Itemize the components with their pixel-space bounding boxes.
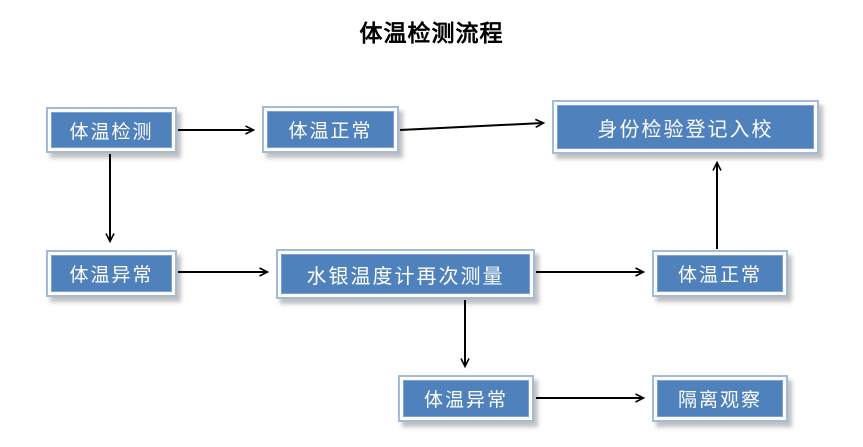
node-label: 隔离观察 (657, 380, 783, 417)
arrow-normal1-to-register (399, 118, 546, 131)
node-label: 体温正常 (267, 111, 394, 148)
node-temperature-normal-1: 体温正常 (262, 106, 399, 153)
node-temperature-abnormal-2: 体温异常 (398, 375, 534, 422)
node-label: 体温异常 (403, 380, 529, 417)
node-label: 水银温度计再次测量 (281, 254, 530, 294)
node-isolation-observe: 隔离观察 (652, 375, 788, 422)
node-temperature-check: 体温检测 (46, 107, 177, 153)
node-label: 体温异常 (51, 255, 172, 292)
node-mercury-remeasure: 水银温度计再次测量 (276, 249, 535, 299)
node-label: 体温正常 (657, 255, 783, 292)
node-identity-register-entry: 身份检验登记入校 (552, 100, 819, 154)
node-label: 体温检测 (51, 112, 172, 148)
node-temperature-normal-2: 体温正常 (652, 250, 788, 297)
node-temperature-abnormal-1: 体温异常 (46, 250, 177, 297)
node-label: 身份检验登记入校 (557, 105, 814, 149)
page-title: 体温检测流程 (359, 21, 504, 46)
